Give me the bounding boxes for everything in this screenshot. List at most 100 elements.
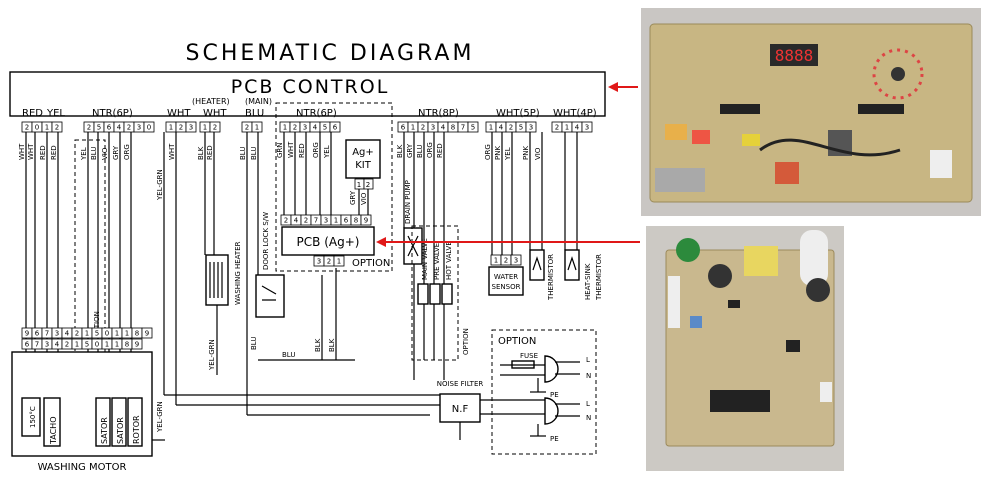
wire-lbl-21: BLK [396,144,404,158]
n2-label: N [586,414,591,422]
conn-wht2-label: WHT [203,108,227,119]
pin-box [581,121,593,133]
pin-box [329,121,341,133]
pin-number: 5 [471,124,475,132]
n1-label: N [586,372,591,380]
pin-number: 1 [105,341,109,349]
pin-number: 3 [529,124,533,132]
pin-number: 2 [555,124,559,132]
door-lock-label: DOOR LOCK S/W [262,212,270,270]
wire-lbl-17: WHT [287,141,295,158]
door-lock-switch [255,274,285,318]
wire-lbl-1: WHT [18,143,26,160]
conn-wht-label: WHT [167,108,191,119]
pin-number: 7 [314,217,318,225]
pre-valve-box [429,283,441,305]
pin-number: 8 [354,217,358,225]
pin-number: 8 [125,341,129,349]
ag-kit-label-1: Ag+ [352,147,374,158]
pin-number: 4 [575,124,580,132]
diagram-title: SCHEMATIC DIAGRAM [186,41,475,66]
washing-motor-label: WASHING MOTOR [38,462,127,473]
wire-lbl-11: WHT [168,143,176,160]
pin-box [525,121,537,133]
sator-1-label: SATOR [100,417,109,444]
ag-pin-1: 1 [357,181,361,189]
pin-number: 0 [35,124,39,132]
pin-box [141,327,153,339]
pin-number: 3 [189,124,193,132]
pin-number: 6 [25,341,30,349]
conn-ntr6p-mid-label: NTR(6P) [296,108,337,119]
conn-wht4p-label: WHT(4P) [553,108,597,119]
conn-wht5p-label: WHT(5P) [496,108,540,119]
wire-lbl-24: ORG [426,142,434,158]
pin-number: 4 [313,124,318,132]
drain-pump-label: DRAIN PUMP [404,180,412,224]
noise-filter-box [439,393,481,423]
pin-number: 5 [97,124,101,132]
pcb-control-box [9,71,606,117]
pin-number: 2 [245,124,249,132]
pin-number: 9 [135,341,139,349]
thermistor-1-box [529,249,545,281]
option-right-dashed [411,225,459,361]
water-label: WATER [494,273,518,281]
pe-2-label: PE [550,435,559,443]
pin-number: 3 [303,124,307,132]
pin-number: 1 [115,341,119,349]
pin-number: 2 [75,330,79,338]
blu-b-label: BLU [282,351,295,359]
option-left-dashed [74,139,106,353]
pin-number: 1 [489,124,493,132]
rotor-box [127,397,143,447]
red-arrows [376,82,640,247]
wire-lbl-10: YEL-GRN [156,169,164,201]
pin-number: 6 [107,124,112,132]
pin-number: 2 [304,217,308,225]
blu-a-label: BLU [250,337,258,350]
sator-1-box [95,397,111,447]
ag-kit-label-2: KIT [355,160,372,171]
pin-box [510,254,522,266]
pre-valve-label: PRE VALVE [433,243,441,280]
conn-blu-label: BLU [245,108,264,119]
wire-lbl-6: BLU [90,147,98,160]
pin-number: 1 [337,258,341,266]
pin-number: 2 [55,124,59,132]
pin-number: 8 [451,124,455,132]
pin-number: 2 [87,124,91,132]
pin-number: 1 [85,330,89,338]
thermistor-2-box [564,249,580,281]
option-right-label: OPTION [462,328,470,355]
pin-number: 5 [95,330,99,338]
pin-number: 9 [364,217,368,225]
pin-number: 2 [284,217,288,225]
yel-grn-heater-label: YEL-GRN [208,339,216,371]
pin-number: 2 [213,124,217,132]
tacho-box [43,397,61,447]
option-power-box [491,329,597,455]
pin-number: 5 [323,124,327,132]
pin-number: 1 [411,124,415,132]
pcb-photo-top: 8888 [641,8,981,216]
pin-number: 6 [344,217,349,225]
sator-2-label: SATOR [116,417,125,444]
display-digits: 8888 [775,46,814,65]
noise-filter-label: NOISE FILTER [437,380,484,388]
plug-2 [544,397,559,425]
blk-label: BLK [314,338,322,352]
pin-number: 3 [431,124,435,132]
wire-lbl-12: BLK [197,146,205,160]
wire-lbl-14: BLU [239,147,247,160]
pin-number: 6 [401,124,406,132]
wire-labels: WHT WHT RED RED YEL BLU VIO GRY ORG YEL-… [18,141,542,205]
pcb-control-label: PCB CONTROL [231,76,390,98]
pin-number: 2 [421,124,425,132]
